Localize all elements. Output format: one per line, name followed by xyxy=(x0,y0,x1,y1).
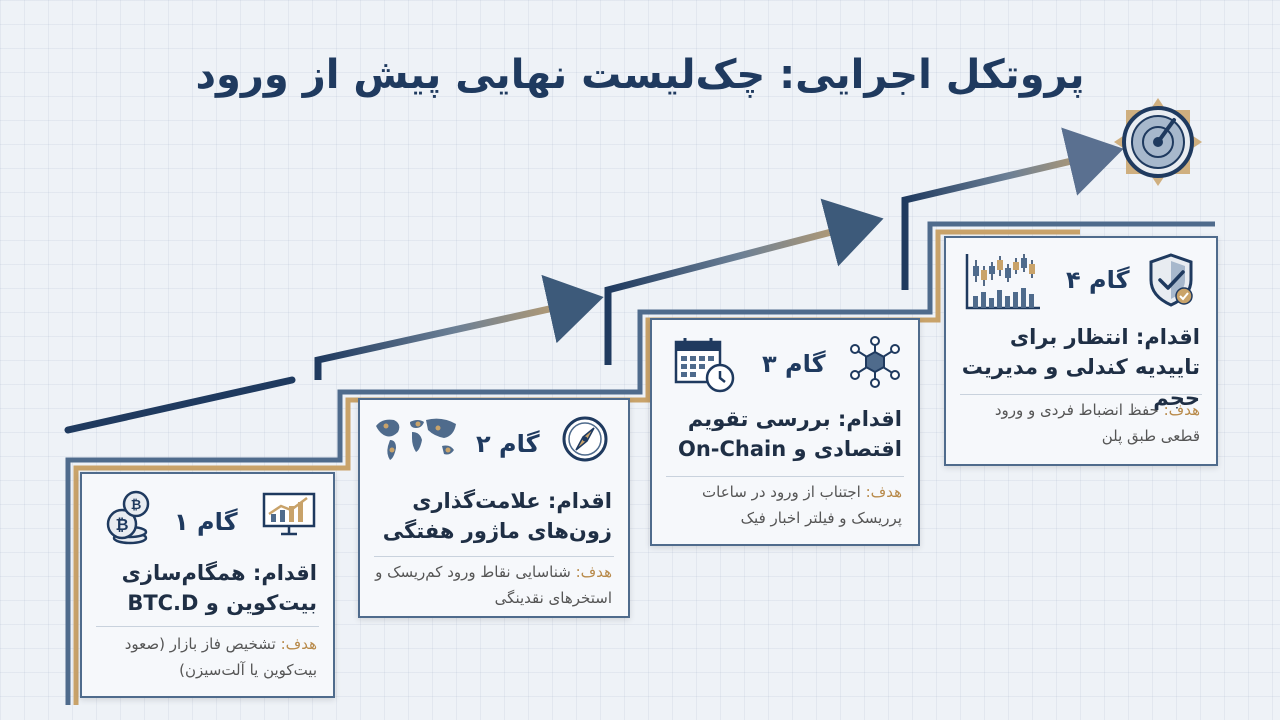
world-map-icon xyxy=(372,414,460,468)
rising-arrow xyxy=(64,127,1124,434)
step-card-4: گام ۴ اقدام: انتظار برای تاییدیه کندلی و… xyxy=(944,236,1218,466)
step-label-1: گام ۱ xyxy=(174,508,238,536)
goal-text: اجتناب از ورود در ساعات پرریسک و فیلتر ا… xyxy=(702,483,902,527)
calendar-clock-icon xyxy=(672,334,736,398)
step-goal-4: هدف: حفظ انضباط فردی و ورود قطعی طبق پلن xyxy=(956,398,1200,449)
goal-text: شناسایی نقاط ورود کم‌ریسک و استخرهای نقد… xyxy=(375,563,612,607)
goal-key: هدف: xyxy=(865,483,902,501)
step-card-1: ₿ ₿ گام ۱ اقدام: همگام‌سازی بیت‌کوین و B… xyxy=(80,472,335,698)
target-compass-icon xyxy=(1114,98,1202,186)
step-action-3: اقدام: بررسی تقویم اقتصادی و On-Chain xyxy=(677,407,902,462)
goal-text: تشخیص فاز بازار (صعود بیت‌کوین یا آلت‌سی… xyxy=(124,635,317,679)
step-action-2: اقدام: علامت‌گذاری زون‌های ماژور هفتگی xyxy=(382,489,612,544)
network-node-icon xyxy=(848,336,902,392)
goal-key: هدف: xyxy=(1163,401,1200,419)
step-action-4: اقدام: انتظار برای تاییدیه کندلی و مدیری… xyxy=(961,325,1200,410)
step-card-3: گام ۳ اقدام: بررسی تقویم اقتصادی و On-Ch… xyxy=(650,318,920,546)
goal-text: حفظ انضباط فردی و ورود قطعی طبق پلن xyxy=(994,401,1200,445)
card-divider xyxy=(960,394,1202,395)
step-goal-2: هدف: شناسایی نقاط ورود کم‌ریسک و استخرها… xyxy=(367,560,612,611)
card-divider xyxy=(96,626,319,627)
goal-key: هدف: xyxy=(575,563,612,581)
page-title: پروتکل اجرایی: چک‌لیست نهایی پیش از ورود xyxy=(195,52,1085,98)
step-label-4: گام ۴ xyxy=(1066,266,1130,294)
candlestick-chart-icon xyxy=(964,252,1042,316)
bitcoin-coins-icon: ₿ ₿ xyxy=(100,488,156,552)
svg-text:₿: ₿ xyxy=(115,515,128,534)
step-goal-3: هدف: اجتناب از ورود در ساعات پرریسک و فی… xyxy=(662,480,902,531)
card-divider xyxy=(666,476,904,477)
step-goal-1: هدف: تشخیص فاز بازار (صعود بیت‌کوین یا آ… xyxy=(92,632,317,683)
card-divider xyxy=(374,556,614,557)
svg-text:₿: ₿ xyxy=(131,498,142,513)
goal-key: هدف: xyxy=(280,635,317,653)
step-action-1: اقدام: همگام‌سازی بیت‌کوین و BTC.D xyxy=(121,561,317,616)
shield-check-icon xyxy=(1146,252,1196,312)
step-label-2: گام ۲ xyxy=(476,430,540,458)
compass-icon xyxy=(560,414,610,468)
rising-chart-monitor-icon xyxy=(261,490,317,542)
step-card-2: گام ۲ اقدام: علامت‌گذاری زون‌های ماژور ه… xyxy=(358,398,630,618)
step-label-3: گام ۳ xyxy=(762,350,826,378)
